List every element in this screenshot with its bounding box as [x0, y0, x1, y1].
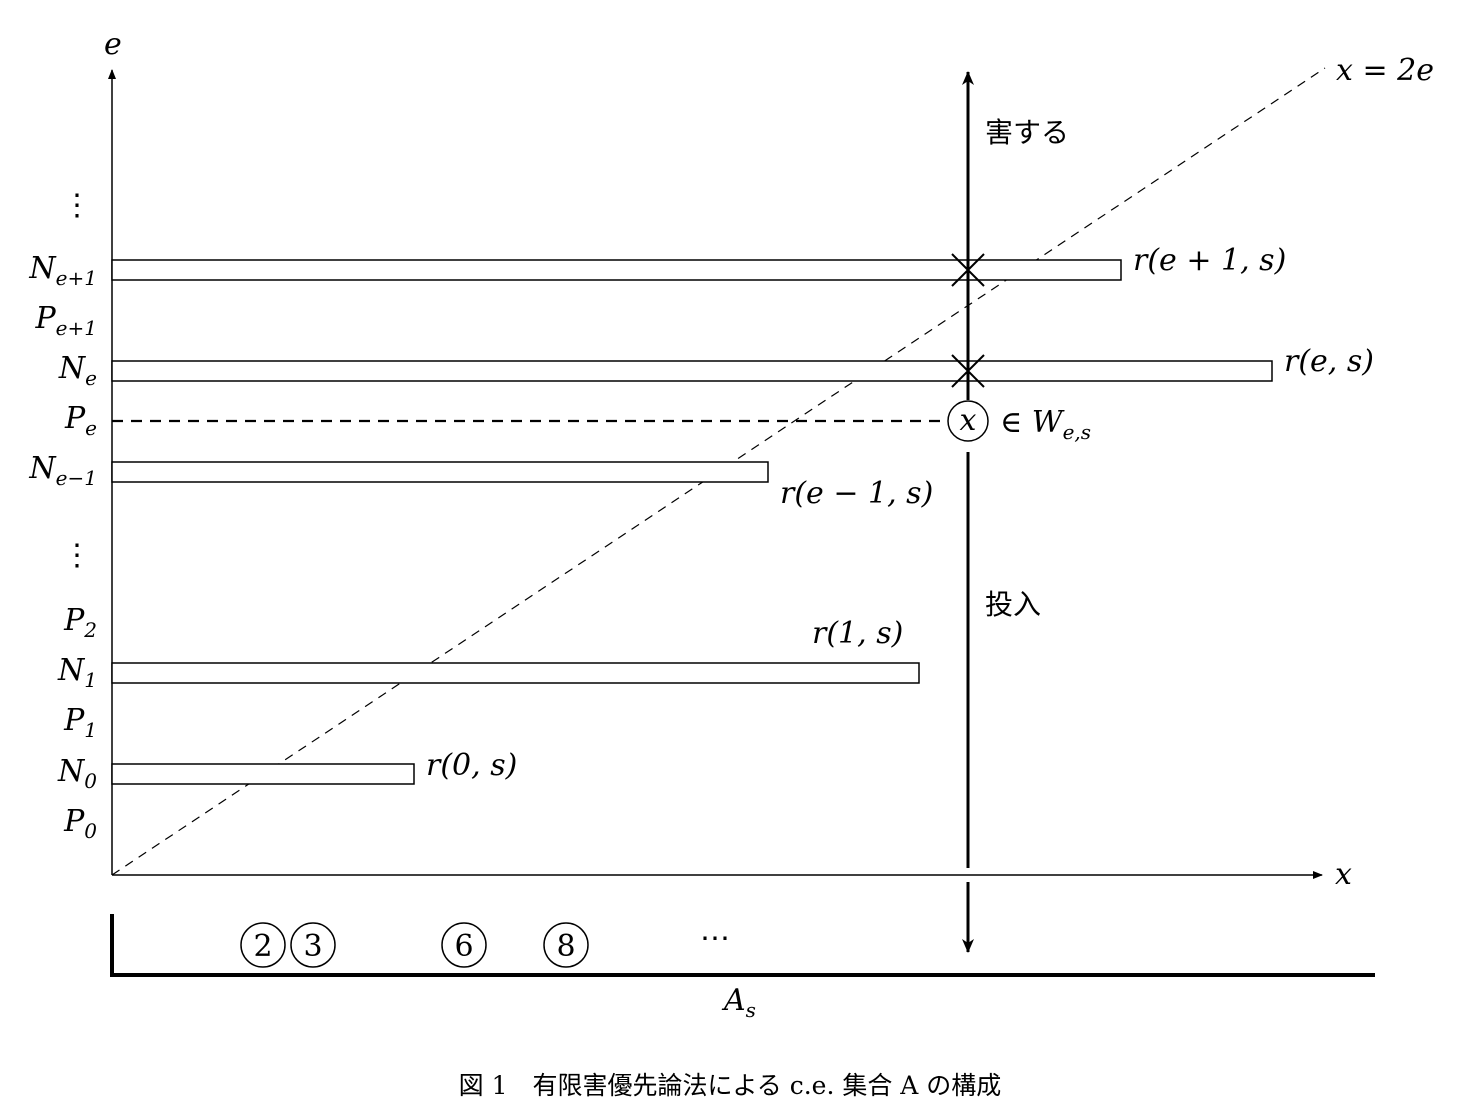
set-label: As	[721, 983, 756, 1022]
row-labels: ⋮ Ne+1 Pe+1 Ne Pe Ne−1 ⋮ P2 N1 P1 N0 P0	[28, 188, 97, 843]
svg-text:8: 8	[556, 929, 575, 964]
injure-label: 害する	[985, 116, 1069, 149]
row-label: P1	[63, 703, 97, 742]
injury-x-mark-icon	[951, 253, 985, 287]
diagonal-label: x = 2e	[1336, 53, 1434, 88]
restraint-label: r(e + 1, s)	[1133, 243, 1286, 278]
svg-text:2: 2	[253, 929, 272, 964]
restraint-label: r(e, s)	[1284, 344, 1374, 379]
x-axis-label: x	[1335, 857, 1352, 892]
restraint-label: r(0, s)	[426, 748, 517, 783]
element-circle	[947, 400, 989, 442]
restraint-label: r(1, s)	[812, 616, 903, 651]
figure-caption: 図 1 有限害優先論法による c.e. 集合 A の構成	[459, 1071, 1002, 1100]
injury-x-mark-icon	[951, 354, 985, 388]
restraint-label: r(e − 1, s)	[780, 476, 933, 511]
row-label: N0	[57, 754, 97, 793]
set-bracket	[110, 914, 1375, 977]
restraint-bar-e-minus-1	[111, 461, 769, 483]
y-axis-label: e	[104, 27, 122, 62]
set-element: 6	[441, 922, 487, 968]
row-label: Pe	[64, 401, 97, 440]
row-label: ⋮	[62, 538, 92, 573]
element-symbol: x	[960, 403, 977, 438]
row-label: P0	[63, 804, 97, 843]
svg-text:3: 3	[303, 929, 322, 964]
restraint-bar-0	[111, 763, 415, 785]
set-element: 8	[543, 922, 589, 968]
membership-label: ∈ We,s	[1000, 405, 1091, 444]
set-ellipsis: ⋯	[700, 921, 730, 956]
row-label: N1	[57, 653, 97, 692]
set-element: 3	[290, 922, 336, 968]
svg-text:6: 6	[454, 929, 473, 964]
row-label: Ne+1	[28, 251, 97, 290]
row-label: ⋮	[62, 188, 92, 223]
restraint-bar-e-plus-1	[111, 259, 1122, 281]
row-label: P2	[63, 603, 97, 642]
row-label: Ne	[58, 351, 97, 390]
row-label: Ne−1	[28, 451, 97, 490]
set-element: 2	[240, 922, 286, 968]
restraint-bar-e	[111, 360, 1273, 382]
row-label: Pe+1	[34, 301, 97, 340]
enumerate-label: 投入	[985, 588, 1041, 621]
restraint-bar-1	[111, 662, 920, 684]
